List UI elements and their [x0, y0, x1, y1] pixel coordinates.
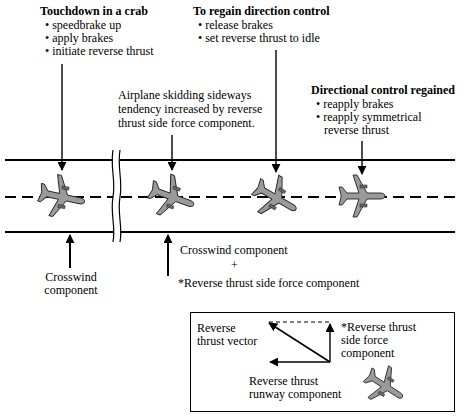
bullet-item: • apply brakes: [45, 32, 113, 45]
runway-edge: [120, 159, 455, 161]
inset-box: Reverse thrust vector *Reverse thrust sid…: [190, 312, 455, 412]
callout-note: Airplane skidding sideways tendency incr…: [118, 88, 270, 130]
callout-arrow: [275, 50, 276, 172]
force-label: Crosswind component: [40, 271, 102, 297]
vector-construction-line: [269, 321, 330, 322]
runway-component-vector: [270, 361, 330, 362]
airplane-crab: [35, 172, 89, 223]
side-force-vector: [329, 324, 330, 362]
crosswind-arrow: [167, 235, 169, 276]
bullet-item: • release brakes: [198, 19, 273, 32]
callout-arrow: [61, 64, 62, 170]
plus-sign: +: [231, 259, 238, 272]
step-heading: Directional control regained: [311, 84, 455, 97]
airplane-skidding: [143, 169, 201, 224]
airplane-inset: [357, 359, 412, 413]
force-label: Crosswind component: [180, 244, 288, 257]
runway-edge: [120, 231, 455, 233]
bullet-item: • reapply brakes: [316, 98, 394, 111]
bullet-item: • set reverse thrust to idle: [198, 32, 320, 45]
airplane-skidding: [246, 168, 307, 227]
step-heading: Touchdown in a crab: [40, 5, 148, 18]
step-heading: To regain direction control: [193, 5, 330, 18]
bullet-item: • speedbrake up: [45, 19, 121, 32]
break-line: [119, 150, 121, 242]
bullet-item: • reapply symmetrical reverse thrust: [316, 111, 452, 137]
callout-arrow: [361, 141, 362, 174]
callout-arrow: [171, 135, 172, 170]
vector-label: *Reverse thrust side force component: [341, 321, 431, 360]
force-label: *Reverse thrust side force component: [178, 277, 359, 290]
crosswind-arrow: [69, 235, 71, 268]
vector-label: Reverse thrust runway component: [249, 375, 349, 401]
break-line: [112, 150, 114, 242]
bullet-item: • initiate reverse thrust: [45, 45, 154, 58]
airplane-aligned: [339, 175, 385, 217]
thrust-vector: [269, 323, 330, 362]
vector-label: Reverse thrust vector: [197, 322, 263, 348]
runway-edge: [5, 231, 113, 233]
runway-edge: [5, 159, 113, 161]
